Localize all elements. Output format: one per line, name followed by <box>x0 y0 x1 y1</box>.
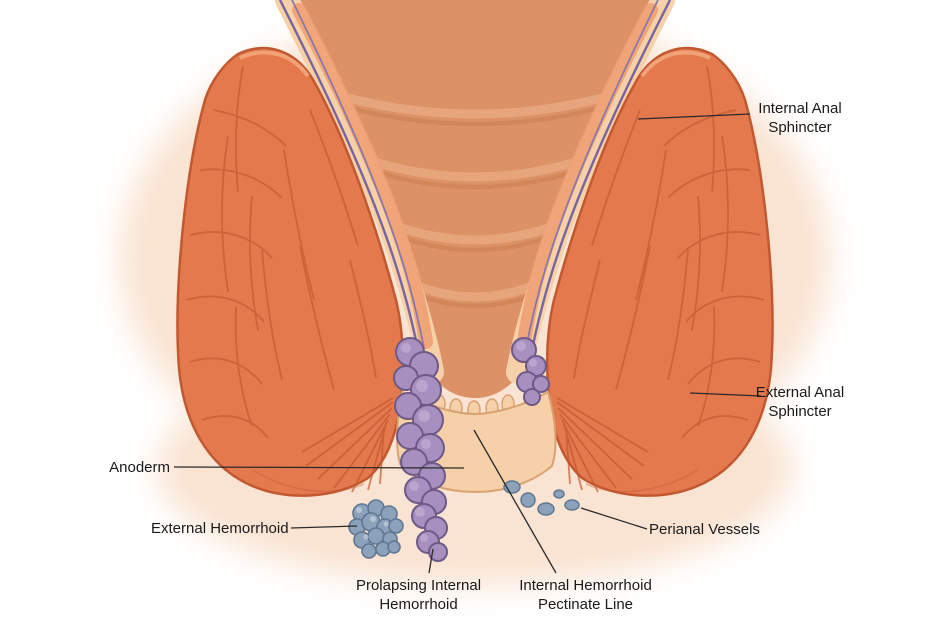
label-internal-hemorrhoid: Internal Hemorrhoid <box>519 577 652 594</box>
label-pectinate-line: Pectinate Line <box>537 595 634 613</box>
external-hemorrhoid-cluster <box>348 499 404 559</box>
rectal-canal <box>287 0 663 398</box>
label-prolapsing-internal-hemorrhoid: Prolapsing Internal Hemorrhoid <box>355 577 482 613</box>
leader-perianal-vessels <box>580 507 648 530</box>
internal-sphincter-band <box>292 3 651 349</box>
rectal-folds-highlight <box>335 91 615 302</box>
internal-hemorrhoid-cluster <box>511 337 550 406</box>
muscle-fan-striations <box>251 397 394 493</box>
label-anoderm: Anoderm <box>109 459 170 476</box>
leader-external-anal-sphincter <box>689 392 762 397</box>
label-external-hemorrhoid: External Hemorrhoid <box>151 520 289 537</box>
label-internal-anal-sphincter: Internal Anal Sphincter <box>758 100 842 136</box>
muscle-texture <box>185 65 377 439</box>
leader-anoderm <box>173 466 465 469</box>
prolapsing-internal-hemorrhoid-cluster <box>393 337 448 562</box>
leader-lines <box>173 113 762 574</box>
leader-external-hemorrhoid <box>290 525 358 529</box>
leader-prolapsing-internal-hemorrhoid <box>428 548 434 574</box>
leader-internal-anal-sphincter <box>637 113 751 120</box>
hemorrhoidal-veins <box>278 0 672 352</box>
leader-internal-hemorrhoid-pectinate-line <box>473 429 557 574</box>
label-perianal-vessels: Perianal Vessels <box>649 521 760 538</box>
sphincter-muscles <box>176 46 775 498</box>
label-external-anal-sphincter: External Anal Sphincter <box>755 384 845 420</box>
label-internal-hemorrhoid-pectinate-line: Internal Hemorrhoid Pectinate Line <box>508 577 663 615</box>
